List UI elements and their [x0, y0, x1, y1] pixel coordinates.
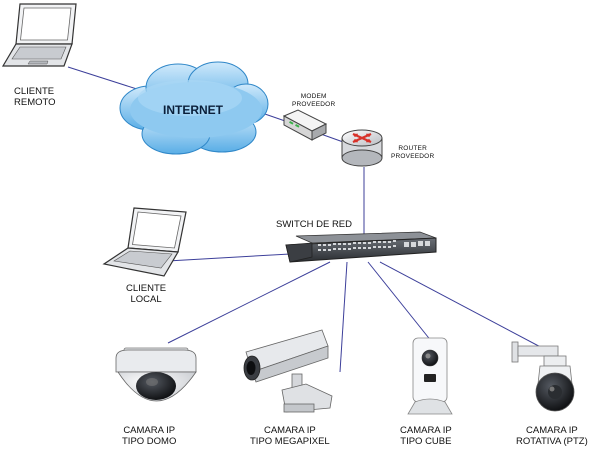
modem-icon: [282, 109, 328, 141]
megapixel-camera-label: CAMARA IP TIPO MEGAPIXEL: [250, 425, 330, 447]
ptz-camera-label: CAMARA IP ROTATIVA (PTZ): [516, 425, 588, 447]
switch-label: SWITCH DE RED: [276, 219, 352, 230]
dome-camera-icon: [115, 347, 197, 402]
link-switch-dome: [167, 261, 331, 344]
router-line1: ROUTER: [398, 145, 427, 152]
network-switch-icon: [285, 231, 437, 263]
remote-client-line2: REMOTO: [14, 97, 56, 109]
router-icon: [341, 129, 383, 167]
megapixel-camera-line1: CAMARA IP: [263, 425, 316, 436]
remote-client-line1: CLIENTE: [14, 86, 55, 97]
cube-camera-label: CAMARA IP TIPO CUBE: [400, 425, 452, 447]
modem-label: MODEM PROVEEDOR: [292, 93, 335, 108]
dome-camera-label: CAMARA IP TIPO DOMO: [122, 425, 176, 447]
local-laptop-icon: [102, 207, 187, 277]
local-client-line2: LOCAL: [130, 294, 162, 306]
internet-label: INTERNET: [163, 103, 223, 117]
dome-camera-line2: TIPO DOMO: [122, 436, 177, 448]
megapixel-camera-icon: [243, 329, 333, 413]
router-line2: PROVEEDOR: [391, 152, 435, 160]
ptz-camera-line2: ROTATIVA (PTZ): [516, 436, 588, 448]
router-label: ROUTER PROVEEDOR: [391, 145, 434, 160]
link-switch-ptz: [379, 261, 551, 353]
switch-ports: [318, 240, 430, 251]
local-client-line1: CLIENTE: [126, 283, 167, 294]
modem-line2: PROVEEDOR: [292, 100, 336, 108]
link-remote-client-internet: [67, 66, 141, 91]
local-client-label: CLIENTE LOCAL: [126, 283, 166, 305]
cube-camera-line2: TIPO CUBE: [400, 436, 452, 448]
dome-camera-line1: CAMARA IP: [123, 425, 176, 436]
megapixel-camera-line2: TIPO MEGAPIXEL: [250, 436, 330, 448]
remote-laptop-icon: [1, 3, 77, 67]
ptz-camera-line1: CAMARA IP: [526, 425, 578, 436]
remote-client-label: CLIENTE REMOTO: [14, 86, 56, 108]
modem-line1: MODEM: [300, 93, 327, 100]
ptz-camera-icon: [511, 341, 575, 412]
link-switch-megapixel: [339, 261, 348, 373]
cube-camera-icon: [407, 337, 453, 415]
internet-cloud-icon: [119, 61, 269, 155]
cube-camera-line1: CAMARA IP: [400, 425, 452, 436]
link-switch-cube: [367, 261, 433, 343]
